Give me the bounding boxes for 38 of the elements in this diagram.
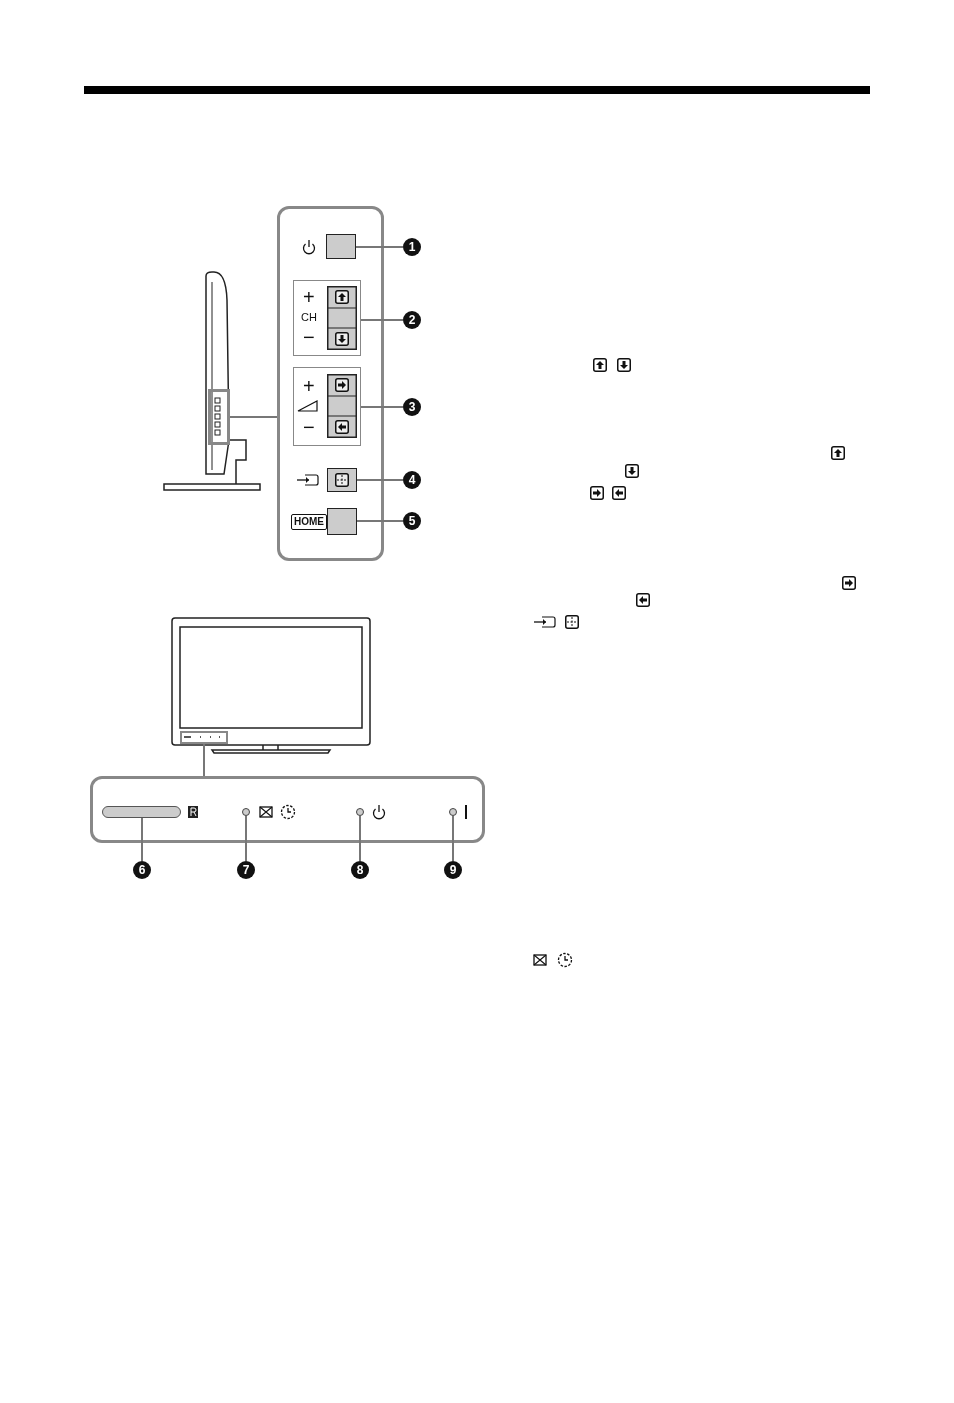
callout-number: 7 (237, 861, 255, 879)
button-group-frame (293, 367, 361, 446)
home-key-label: HOME (291, 514, 327, 530)
leader-line (452, 815, 454, 862)
indicator-lamp (242, 808, 250, 816)
minus-sign: − (303, 416, 315, 438)
callout-number: 5 (403, 512, 421, 530)
sensor-window (102, 806, 181, 818)
leader-line (245, 815, 247, 862)
plus-sign: + (303, 286, 315, 308)
callout-number: 6 (133, 861, 151, 879)
control-button (326, 234, 356, 259)
control-panel-frame (277, 206, 384, 561)
leader-line (229, 416, 278, 418)
leader-line (355, 246, 404, 248)
indicator-panel-frame (90, 776, 485, 843)
callout-number: 9 (444, 861, 462, 879)
highlight-frame (180, 731, 228, 744)
leader-line (359, 815, 361, 862)
indicator-lamp (356, 808, 364, 816)
control-button (327, 508, 357, 535)
highlight-frame (208, 389, 230, 445)
leader-line (356, 520, 404, 522)
callout-number: 4 (403, 471, 421, 489)
leader-line (360, 406, 404, 408)
leader-line (356, 479, 404, 481)
indicator-lamp (449, 808, 457, 816)
button-group-frame (293, 280, 361, 356)
channel-text: CH (301, 310, 317, 324)
callout-number: 8 (351, 861, 369, 879)
callout-number: 3 (403, 398, 421, 416)
leader-line (141, 817, 143, 862)
callout-number: 1 (403, 238, 421, 256)
leader-line (360, 319, 404, 321)
callout-number: 2 (403, 311, 421, 329)
plus-sign: + (303, 375, 315, 397)
minus-sign: − (303, 326, 315, 348)
leader-line (203, 743, 205, 777)
